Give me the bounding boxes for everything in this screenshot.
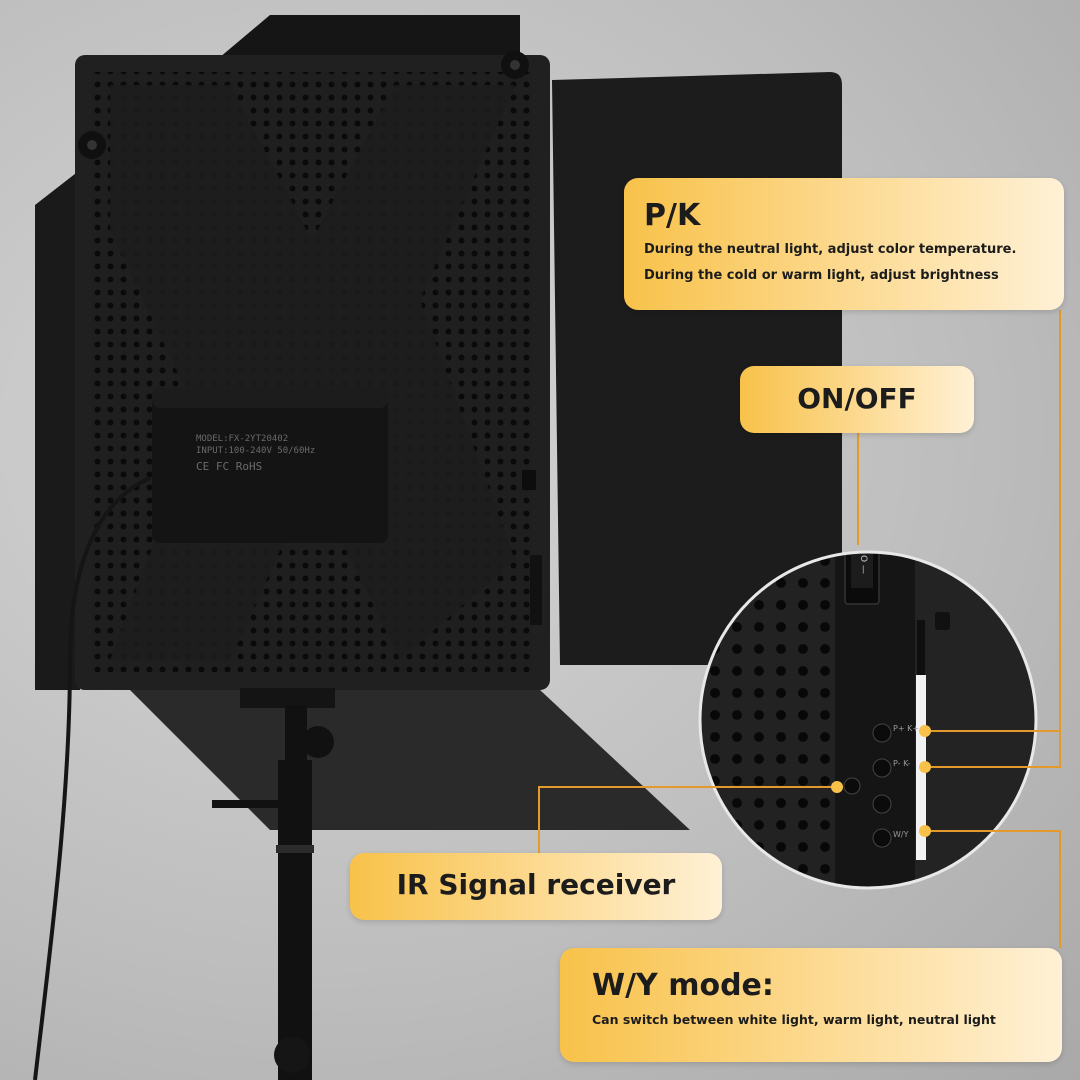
switch-mark: O — [858, 555, 868, 574]
label-pk-minus: P- K- [893, 759, 911, 768]
dot-wy [919, 825, 931, 837]
line-wy-vertical [1059, 830, 1061, 948]
button-pk-plus [872, 723, 892, 743]
callout-ir-title: IR Signal receiver [396, 868, 676, 901]
callout-onoff-title: ON/OFF [797, 382, 917, 415]
line-pk-plus [925, 730, 1060, 732]
adapter-input-text: INPUT:100-240V 50/60Hz [196, 446, 316, 456]
adapter-label: MODEL:FX-2YT20402 INPUT:100-240V 50/60Hz… [196, 433, 315, 473]
line-onoff [857, 433, 859, 545]
callout-ir: IR Signal receiver [350, 853, 722, 920]
barn-door-bottom [130, 690, 690, 830]
callout-pk-desc-1: During the neutral light, adjust color t… [644, 242, 1017, 257]
power-adapter [152, 388, 388, 543]
callout-onoff: ON/OFF [740, 366, 974, 433]
dot-ir [831, 781, 843, 793]
button-mode [872, 794, 892, 814]
button-pk-minus [872, 758, 892, 778]
button-wy [872, 828, 892, 848]
callout-pk-desc-2: During the cold or warm light, adjust br… [644, 268, 999, 283]
callout-wy-desc: Can switch between white light, warm lig… [592, 1012, 996, 1027]
line-wy-horizontal [925, 830, 1060, 832]
line-ir-horizontal [538, 786, 843, 788]
adapter-marks-text: CE FC RoHS [196, 460, 263, 473]
label-wy: W/Y [893, 830, 909, 839]
dot-pk-plus [919, 725, 931, 737]
callout-wy-title: W/Y mode: [592, 968, 774, 1003]
mount-plate [240, 688, 335, 708]
callout-wy: W/Y mode: Can switch between white light… [560, 948, 1062, 1062]
dot-pk-minus [919, 761, 931, 773]
callout-pk: P/K During the neutral light, adjust col… [624, 178, 1064, 310]
barn-door-left [35, 170, 80, 690]
line-pk-minus [925, 766, 1060, 768]
adapter-model-text: MODEL:FX-2YT20402 [196, 434, 289, 444]
callout-pk-title: P/K [644, 198, 701, 233]
line-pk-vertical [1059, 310, 1061, 768]
ir-receiver [843, 777, 861, 795]
stand-pole [278, 760, 312, 1080]
power-cable [33, 476, 151, 1080]
line-ir-vertical [538, 786, 540, 854]
label-pk-plus: P+ K+ [893, 724, 920, 733]
